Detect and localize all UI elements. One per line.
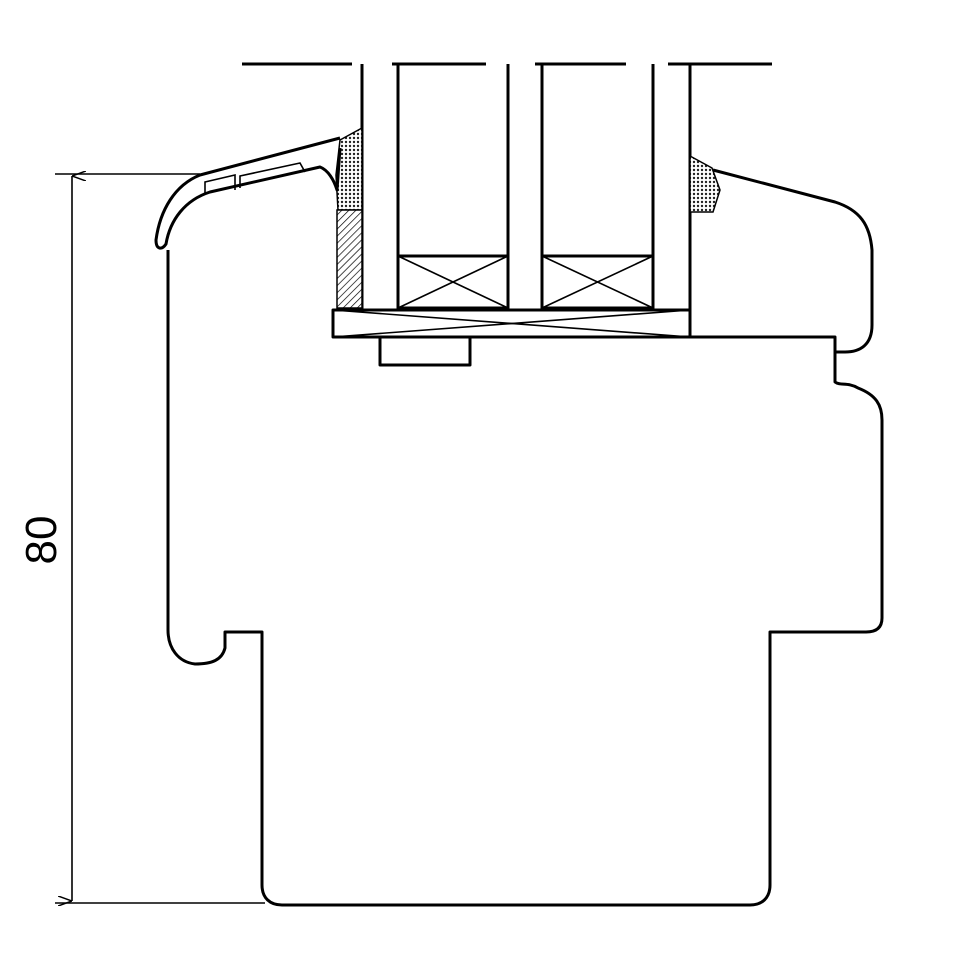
dimension-80 [55, 174, 265, 903]
setting-block [331, 308, 692, 339]
frame-insert [378, 335, 472, 367]
hatched-packer [336, 209, 363, 309]
spacer-bars [396, 254, 655, 310]
dimension-label: 80 [17, 515, 66, 565]
inner-seal-right [689, 154, 721, 213]
glazing-bead [154, 136, 342, 250]
bead-clip [204, 162, 306, 194]
triple-glazing-panes [360, 64, 692, 337]
sash-profile [712, 168, 874, 354]
frame-profile [166, 250, 884, 907]
